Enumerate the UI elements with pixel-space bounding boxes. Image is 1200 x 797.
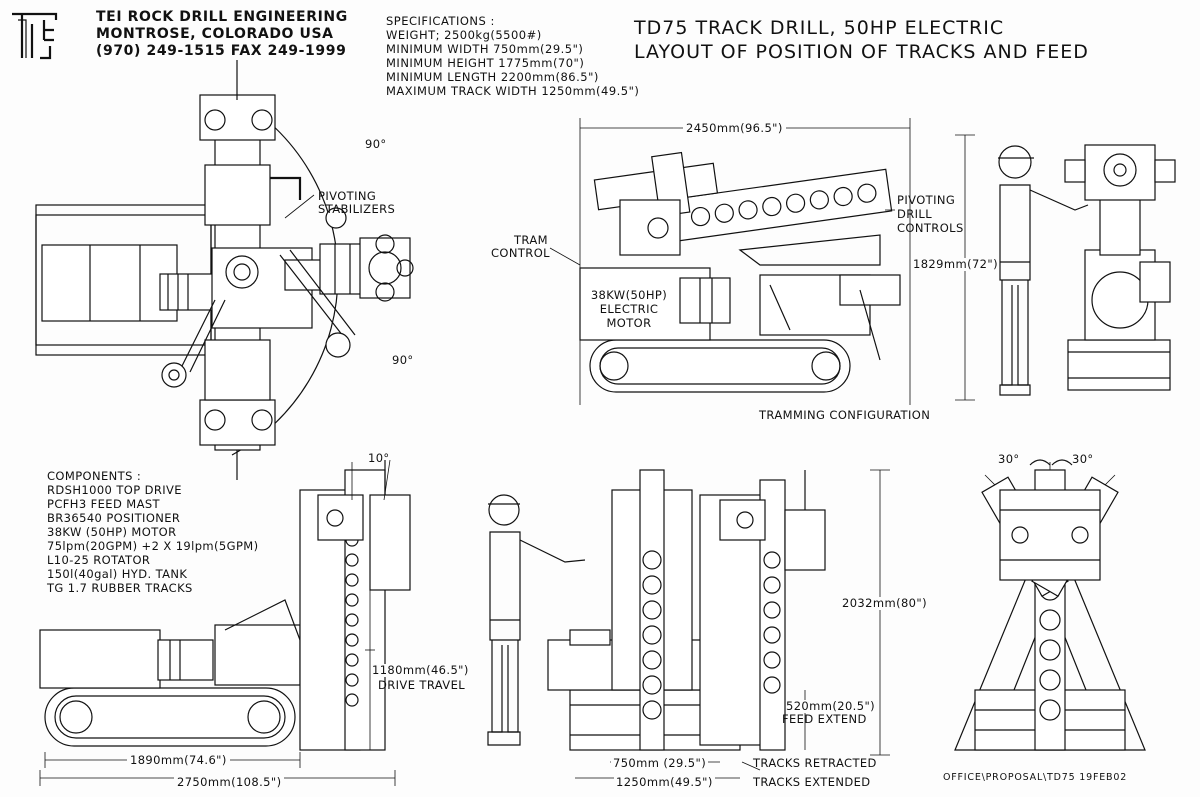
motor-label-1: 38KW(50HP) xyxy=(590,288,668,302)
tram-control-label-1: TRAM xyxy=(514,233,548,247)
component-positioner: BR36540 POSITIONER xyxy=(47,511,181,525)
dimension-520: 520mm(20.5") xyxy=(786,699,876,713)
dimension-2450: 2450mm(96.5") xyxy=(683,122,786,135)
spec-max-track-width: MAXIMUM TRACK WIDTH 1250mm(49.5") xyxy=(386,84,640,98)
dimension-2032: 2032mm(80") xyxy=(840,596,929,610)
components-heading: COMPONENTS : xyxy=(47,469,142,483)
drilling-front-view xyxy=(954,459,1146,751)
pivoting-drill-label-3: CONTROLS xyxy=(897,221,964,235)
tracks-extended-label: TRACKS EXTENDED xyxy=(753,775,871,789)
pivoting-stabilizers-label-1: PIVOTING xyxy=(318,189,377,203)
angle-label-10: 10° xyxy=(368,451,390,465)
angle-label-30-right: 30° xyxy=(1072,452,1094,466)
component-top-drive: RDSH1000 TOP DRIVE xyxy=(47,483,182,497)
dimension-2750: 2750mm(108.5") xyxy=(174,776,285,789)
tramming-configuration-label: TRAMMING CONFIGURATION xyxy=(759,408,931,422)
component-pumps: 75lpm(20GPM) +2 X 19lpm(5GPM) xyxy=(47,539,259,553)
pivoting-drill-label-2: DRILL xyxy=(897,207,933,221)
company-phone: (970) 249-1515 FAX 249-1999 xyxy=(96,43,347,59)
spec-min-width: MINIMUM WIDTH 750mm(29.5") xyxy=(386,42,584,56)
spec-min-length: MINIMUM LENGTH 2200mm(86.5") xyxy=(386,70,599,84)
component-hyd-tank: 150l(40gal) HYD. TANK xyxy=(47,567,188,581)
company-city: MONTROSE, COLORADO USA xyxy=(96,26,334,42)
dimension-1180: 1180mm(46.5") xyxy=(372,663,469,677)
motor-label-3: MOTOR xyxy=(606,316,652,330)
specifications-heading: SPECIFICATIONS : xyxy=(386,14,495,28)
drawing-title-line1: TD75 TRACK DRILL, 50HP ELECTRIC xyxy=(634,17,1005,39)
spec-weight: WEIGHT; 2500kg(5500#) xyxy=(386,28,542,42)
tram-control-label-2: CONTROL xyxy=(491,246,550,260)
plan-view xyxy=(35,60,414,480)
component-rubber-tracks: TG 1.7 RUBBER TRACKS xyxy=(47,581,193,595)
tramming-side-view xyxy=(549,118,975,405)
component-feed-mast: PCFH3 FEED MAST xyxy=(47,497,160,511)
tramming-end-view xyxy=(1064,144,1176,391)
operator-figure-drilling xyxy=(487,494,586,746)
operator-figure-tramming xyxy=(998,145,1089,396)
drawing-title-line2: LAYOUT OF POSITION OF TRACKS AND FEED xyxy=(634,41,1089,63)
spec-min-height: MINIMUM HEIGHT 1775mm(70") xyxy=(386,56,585,70)
drawing-reference: OFFICE\PROPOSAL\TD75 19FEB02 xyxy=(943,772,1128,783)
dimension-1890: 1890mm(74.6") xyxy=(127,754,230,767)
feed-extend-label: FEED EXTEND xyxy=(782,712,867,726)
angle-label-top: 90° xyxy=(365,137,387,151)
tei-logo xyxy=(12,12,58,60)
pivoting-stabilizers-label-2: STABILIZERS xyxy=(318,202,396,216)
dimension-750: 750mm (29.5") xyxy=(611,756,709,770)
tracks-retracted-label: TRACKS RETRACTED xyxy=(753,756,877,770)
drive-travel-label: DRIVE TRAVEL xyxy=(378,678,466,692)
motor-label-2: ELECTRIC xyxy=(599,302,659,316)
drilling-end-view xyxy=(547,469,890,779)
component-rotator: L10-25 ROTATOR xyxy=(47,553,151,567)
angle-label-30-left: 30° xyxy=(998,452,1020,466)
dimension-1829: 1829mm(72") xyxy=(913,257,998,271)
angle-label-bottom: 90° xyxy=(392,353,414,367)
drilling-side-view xyxy=(39,459,411,786)
company-name: TEI ROCK DRILL ENGINEERING xyxy=(96,9,348,25)
component-motor: 38KW (50HP) MOTOR xyxy=(47,525,177,539)
dimension-1250: 1250mm(49.5") xyxy=(614,775,715,789)
pivoting-drill-label-1: PIVOTING xyxy=(897,193,956,207)
